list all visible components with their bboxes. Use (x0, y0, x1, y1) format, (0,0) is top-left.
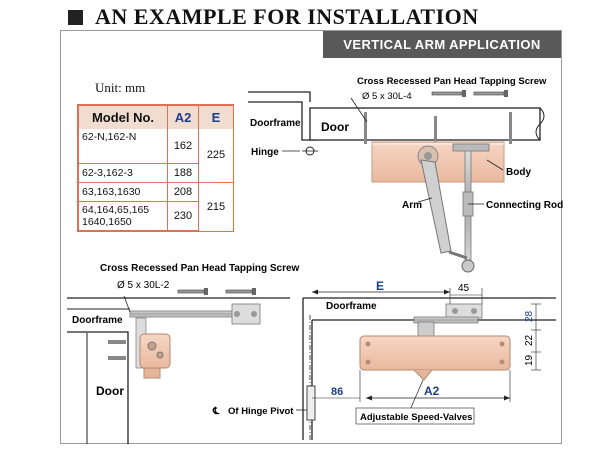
side-view: Cross Recessed Pan Head Tapping Screw Ø … (67, 263, 308, 444)
hinge-pivot-label: Of Hinge Pivot (228, 406, 294, 417)
header-a2: A2 (167, 105, 199, 129)
front-view: E 45 28 22 19 86 A2 Doorframe Adjustable… (302, 279, 556, 440)
model-cell: 63,163,1630 (78, 182, 168, 202)
model-cell: 62-3,162-3 (78, 163, 168, 183)
screw-icon (177, 289, 205, 294)
connecting-rod-label: Connecting Rod (486, 200, 563, 211)
side-doorframe (67, 331, 129, 444)
dim-e: E (376, 279, 384, 293)
top-view: Cross Recessed Pan Head Tapping Screw Ø … (248, 76, 563, 273)
a2-cell: 162 (167, 129, 199, 164)
a2-cell: 188 (167, 163, 199, 183)
top-screw-size: Ø 5 x 30L-4 (362, 91, 412, 102)
application-tag: VERTICAL ARM APPLICATION (323, 31, 561, 58)
table-row: 63,163,1630 208 215 (78, 182, 234, 232)
dim-28: 28 (524, 310, 535, 322)
title-text: AN EXAMPLE FOR INSTALLATION (95, 4, 479, 29)
e-cell: 225 (198, 129, 234, 183)
side-closer-body (139, 333, 171, 369)
side-screw-size: Ø 5 x 30L-2 (117, 280, 170, 291)
table-row: 62-3,162-3 188 (78, 163, 234, 183)
dim-22: 22 (524, 334, 535, 346)
side-bracket (231, 303, 261, 325)
table-row: 62-N,162-N 162 225 (78, 129, 234, 183)
diagram-frame (60, 30, 562, 444)
header-model: Model No. (78, 105, 168, 129)
rod-end (461, 259, 475, 273)
model-cell: 62-N,162-N (78, 129, 168, 164)
top-door-label: Door (321, 120, 349, 134)
dim-45: 45 (458, 283, 470, 294)
pivot-symbol: ℄ (212, 406, 220, 417)
door-screws (364, 112, 512, 144)
screw-icon (431, 90, 508, 97)
table-row: 64,164,65,165 1640,1650 230 (78, 201, 234, 232)
door-top (309, 107, 541, 141)
arm (420, 159, 452, 254)
arm-label: Arm (402, 200, 422, 211)
front-doorframe-label: Doorframe (326, 301, 377, 312)
table-header-row: Model No. A2 E (78, 105, 234, 129)
a2-cell: 230 (167, 201, 199, 232)
break-line (535, 107, 545, 141)
dim-a2: A2 (424, 384, 440, 398)
page-title: AN EXAMPLE FOR INSTALLATION (68, 4, 479, 30)
top-screw-label: Cross Recessed Pan Head Tapping Screw (357, 76, 547, 87)
dim-19: 19 (524, 354, 535, 366)
side-door-label: Door (96, 384, 124, 398)
side-screw-label: Cross Recessed Pan Head Tapping Screw (100, 263, 300, 274)
dim-86: 86 (331, 386, 343, 398)
front-arm (413, 316, 479, 324)
body-label: Body (506, 167, 531, 178)
doorframe-outline (248, 101, 316, 141)
speed-valves (413, 369, 433, 381)
header-e: E (198, 105, 234, 129)
a2-cell: 208 (167, 182, 199, 202)
front-hinge (306, 385, 316, 421)
spec-table: Model No. A2 E 62-N,162-N 162 225 62-3,1… (77, 104, 234, 232)
title-bullet (68, 9, 83, 25)
model-cell: 64,164,65,165 1640,1650 (78, 201, 168, 232)
front-closer-body (359, 335, 511, 371)
unit-label: Unit: mm (95, 80, 146, 95)
e-cell: 215 (198, 182, 234, 232)
rod-bracket (452, 143, 490, 152)
side-doorframe-label: Doorframe (72, 315, 123, 326)
hinge-label: Hinge (251, 147, 279, 158)
top-doorframe-label: Doorframe (250, 118, 301, 129)
speed-valves-label: Adjustable Speed-Valves (360, 412, 472, 423)
